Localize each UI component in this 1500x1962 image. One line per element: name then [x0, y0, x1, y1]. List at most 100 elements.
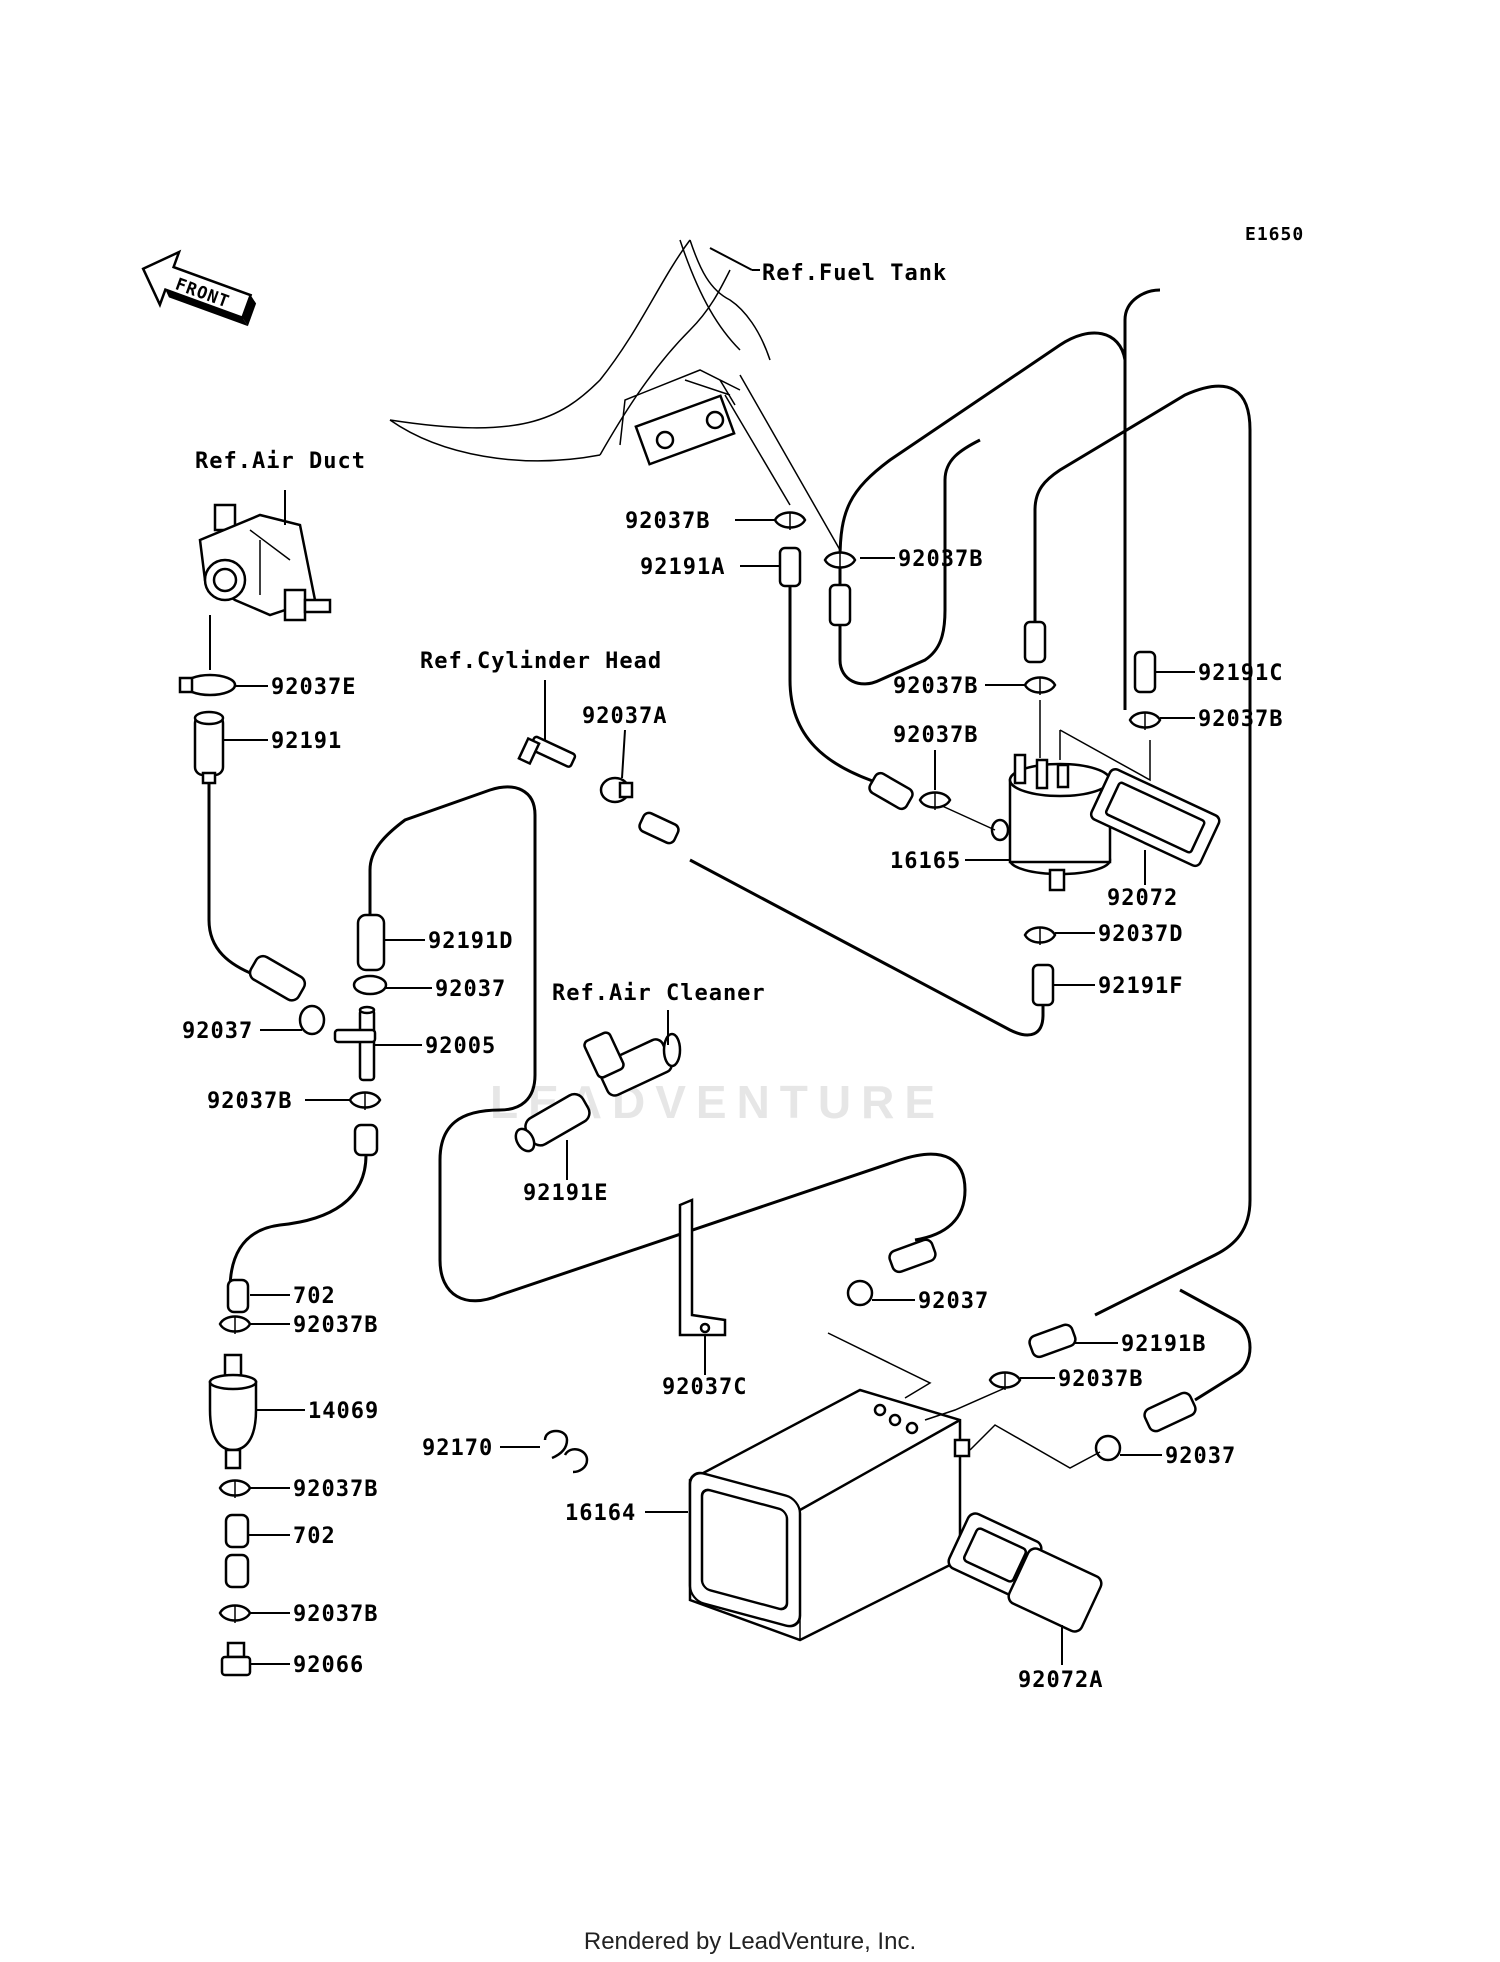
clamp-92037-left — [298, 1004, 326, 1036]
label-702-a: 702 — [293, 1284, 336, 1309]
label-92191B: 92191B — [1121, 1332, 1206, 1357]
bracket-92072 — [1089, 767, 1221, 868]
fuel-tank — [389, 239, 771, 466]
label-92037E: 92037E — [271, 675, 356, 700]
hose-below-T — [228, 1154, 368, 1291]
label-92037-c: 92037 — [918, 1289, 989, 1314]
hose-piece-92037A — [638, 811, 680, 845]
hose-piece-92191F — [1031, 963, 1055, 1007]
hose-piece-16165-in — [868, 771, 914, 811]
ref-air-cleaner: Ref.Air Cleaner — [552, 981, 766, 1006]
clamp-92037D — [1023, 926, 1057, 945]
clamp-92037B-f — [348, 1091, 382, 1110]
label-92037C: 92037C — [662, 1375, 747, 1400]
hose-piece-92191D — [356, 913, 386, 972]
hose-92191D-loop — [368, 785, 967, 1303]
hose-92191F — [689, 858, 1045, 1037]
hose-92191 — [207, 783, 256, 977]
clamp-92037-ring — [352, 974, 388, 996]
front-arrow-icon: FRONT — [141, 249, 257, 327]
clamp-92037E — [178, 673, 237, 697]
label-92037B-e: 92037B — [893, 723, 978, 748]
label-92005: 92005 — [425, 1034, 496, 1059]
label-92191C: 92191C — [1198, 661, 1283, 686]
label-92072A: 92072A — [1018, 1668, 1103, 1693]
cap-92066 — [220, 1641, 252, 1677]
label-702-b: 702 — [293, 1524, 336, 1549]
hose-piece-92191C — [1133, 650, 1157, 694]
air-cleaner-fitting — [583, 1031, 682, 1097]
label-92037B-i: 92037B — [293, 1477, 378, 1502]
clamp-92037B-a — [773, 511, 807, 530]
label-16164: 16164 — [565, 1501, 636, 1526]
clip-92170 — [543, 1429, 589, 1474]
footer-credit: Rendered by LeadVenture, Inc. — [583, 1928, 917, 1955]
label-92037A: 92037A — [582, 704, 667, 729]
clamp-92037B-b — [823, 551, 857, 570]
hose-piece-702-a — [226, 1278, 250, 1314]
label-92037B-j: 92037B — [293, 1602, 378, 1627]
label-92066: 92066 — [293, 1653, 364, 1678]
hose-piece-92037B-b — [828, 583, 852, 627]
canister-16164 — [688, 1388, 971, 1642]
hose-piece-left — [248, 954, 307, 1002]
hose-piece-below-T — [353, 1123, 379, 1157]
bracket-92037C — [678, 1198, 727, 1337]
clamp-92037B-j — [218, 1604, 252, 1623]
hose-canister-right — [1179, 1288, 1252, 1402]
vent-line-b — [739, 374, 841, 551]
hose-piece-92037-c — [888, 1238, 937, 1274]
label-16165: 16165 — [890, 849, 961, 874]
label-92191: 92191 — [271, 729, 342, 754]
hose-piece-702-b-bottom — [224, 1553, 250, 1589]
label-92037B-g: 92037B — [293, 1313, 378, 1338]
label-92037B-b: 92037B — [898, 547, 983, 572]
cylinder-head-nipple — [517, 735, 577, 768]
label-92037B-d: 92037B — [1198, 707, 1283, 732]
label-92037-d: 92037 — [1165, 1444, 1236, 1469]
connection-line-a — [827, 1332, 932, 1399]
diagram-code: E1650 — [1245, 224, 1304, 245]
label-92037B-h: 92037B — [1058, 1367, 1143, 1392]
hose-piece-92191 — [193, 710, 225, 785]
clamp-92037B-e — [918, 791, 952, 810]
label-92037B-c: 92037B — [893, 674, 978, 699]
hose-top-right-b — [1123, 288, 1161, 360]
ref-air-duct: Ref.Air Duct — [195, 449, 366, 474]
ref-fuel-tank: Ref.Fuel Tank — [762, 261, 947, 286]
hose-92191A — [788, 580, 896, 792]
label-92191E: 92191E — [523, 1181, 608, 1206]
clamp-92037B-c — [1023, 676, 1057, 695]
label-92191F: 92191F — [1098, 974, 1183, 999]
hose-piece-702-b-top — [224, 1513, 250, 1549]
clamp-92037B-d — [1128, 711, 1162, 730]
leader-fuel-tank — [709, 247, 753, 271]
clamp-92037-c — [846, 1279, 874, 1307]
filter-14069 — [208, 1353, 258, 1470]
clamp-92037-d — [1094, 1434, 1122, 1462]
label-92072: 92072 — [1107, 886, 1178, 911]
clamp-92037A — [599, 776, 634, 804]
clamp-92037B-g — [218, 1315, 252, 1334]
clamp-92037B-h — [988, 1371, 1022, 1390]
hose-piece-92191E — [514, 1092, 591, 1153]
label-92037-b: 92037 — [182, 1019, 253, 1044]
label-92191A: 92191A — [640, 555, 725, 580]
hose-piece-92191B — [1028, 1323, 1077, 1359]
fuel-filter-16165 — [990, 753, 1112, 892]
strap-92072A — [947, 1512, 1103, 1633]
hose-92191A-piece — [778, 546, 802, 588]
label-92037D: 92037D — [1098, 922, 1183, 947]
connection-line-c — [969, 1424, 1101, 1469]
t-fitting-92005 — [333, 1005, 377, 1082]
label-92170: 92170 — [422, 1436, 493, 1461]
clamp-92037B-i — [218, 1479, 252, 1498]
hose-piece-right — [1143, 1391, 1197, 1433]
connection-line-b — [924, 1387, 1006, 1421]
label-92037-a: 92037 — [435, 977, 506, 1002]
hose-piece-left-canister — [1023, 620, 1047, 664]
hose-top-right-c — [1033, 384, 1252, 1317]
vent-line-a — [724, 394, 791, 506]
hose-92037B-b — [838, 438, 981, 686]
